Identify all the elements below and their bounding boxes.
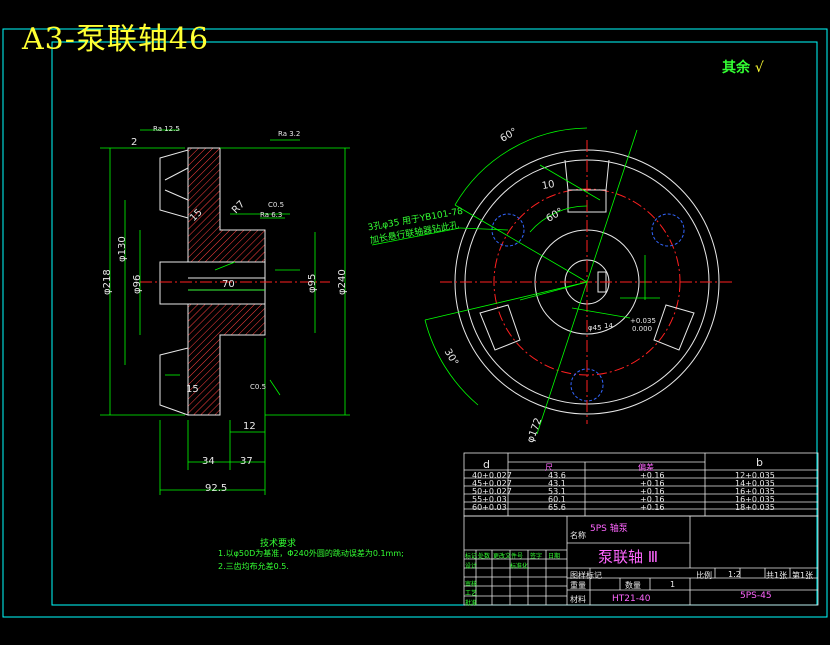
section-view [100, 129, 350, 495]
param-cell: 12+0.035 [735, 471, 775, 480]
field-qty: 数量 [625, 581, 641, 590]
upper-flange-section [187, 147, 266, 263]
param-header-size: 尺 [545, 463, 553, 472]
inner-frame [51, 41, 818, 606]
dim-2: 2 [131, 137, 138, 148]
param-cell: 60+0.03 [472, 503, 507, 512]
field-weight: 重量 [570, 581, 586, 590]
lower-flange-section [187, 303, 266, 416]
param-header-b: b [756, 456, 763, 469]
dim-34: 34 [202, 456, 215, 467]
series-label: 5PS 轴泵 [590, 524, 628, 534]
ra-6-3: Ra 6.3 [260, 211, 283, 219]
role-standard: 标准化 [510, 563, 529, 570]
slot-right [653, 304, 695, 351]
param-cell: +0.16 [640, 471, 665, 480]
role-approve: 批准 [465, 600, 478, 607]
tech-req-item-1: 1.以φ50D为基准，Φ240外圆的跳动误差为0.1mm; [218, 549, 404, 558]
part-name: 泵联轴 Ⅲ [598, 548, 659, 566]
upper-tooth [159, 149, 189, 219]
param-cell: 60.1 [548, 495, 566, 504]
rev-col-count: 处数 [478, 553, 491, 560]
param-cell: 50+0.027 [472, 487, 512, 496]
bolt-hole-3 [570, 368, 604, 402]
c0-5-top: C0.5 [268, 201, 285, 209]
dim-phi218: φ218 [102, 269, 113, 295]
role-process: 工艺 [465, 590, 478, 597]
param-header-d: d [483, 458, 490, 471]
material-value: HT21-40 [612, 594, 651, 604]
bore-outline [159, 261, 266, 305]
dim-phi96: φ96 [132, 274, 143, 294]
param-cell: 45+0.027 [472, 479, 512, 488]
param-cell: 18+0.035 [735, 503, 775, 512]
param-cell: +0.16 [640, 503, 665, 512]
sheet-no: 第1张 [792, 571, 814, 580]
field-name: 名称 [570, 531, 586, 540]
ra-12-5: Ra 12.5 [153, 125, 180, 133]
front-view [371, 127, 735, 435]
dim-14: 14 [604, 322, 613, 330]
roughness-note-label: 其余 [722, 60, 750, 76]
roughness-note: 其余 √ [722, 57, 764, 77]
param-row: 40+0.027 [472, 471, 512, 480]
param-cell: 40+0.027 [472, 471, 512, 480]
qty-value: 1 [670, 580, 676, 589]
param-cell: +0.16 [640, 495, 665, 504]
bolt-hole-2 [651, 213, 685, 247]
param-cell: 43.1 [548, 479, 566, 488]
tech-req-heading: 技术要求 [260, 539, 297, 549]
param-cell: 65.6 [548, 503, 566, 512]
param-cell: 55+0.03 [472, 495, 507, 504]
rev-col-sign: 签字 [530, 553, 543, 560]
dim-70: 70 [222, 279, 235, 290]
bolt-hole-1 [491, 213, 525, 247]
title-block-lines [463, 515, 819, 606]
dim-phi240: φ240 [337, 269, 348, 295]
param-cell: +0.16 [640, 487, 665, 496]
role-design: 设计 [465, 563, 478, 570]
dim-37: 37 [240, 456, 253, 467]
outer-frame [2, 28, 828, 618]
dim-92-5: 92.5 [205, 483, 228, 494]
c0-5-bottom: C0.5 [250, 383, 267, 391]
dim-phi95: φ95 [307, 273, 318, 293]
dim-10: 10 [541, 178, 556, 193]
slot-left [479, 304, 521, 351]
dim-phi45: φ45 [588, 324, 602, 332]
param-cell: 16+0.035 [735, 495, 775, 504]
rev-col-mark: 标记 [465, 553, 478, 560]
param-cell: 14+0.035 [735, 479, 775, 488]
param-cell: 16+0.035 [735, 487, 775, 496]
rev-col-doc: 更改文件号 [493, 553, 524, 560]
role-review: 审核 [465, 581, 478, 588]
tol-lower: 0.000 [632, 325, 653, 333]
lower-tooth [159, 347, 189, 416]
roughness-symbol-icon: √ [754, 60, 764, 76]
drawing-number: 5PS-45 [740, 591, 772, 601]
field-scale: 比例 [696, 571, 712, 580]
ra-3-2: Ra 3.2 [278, 130, 301, 138]
scale-value: 1:2 [728, 570, 741, 579]
field-mark: 图样标记 [570, 571, 602, 580]
dim-12: 12 [243, 421, 256, 432]
total-sheets: 共1张 [766, 571, 788, 580]
field-material: 材料 [570, 595, 586, 604]
dim-15-bottom: 15 [186, 384, 199, 395]
param-cell: 53.1 [548, 487, 566, 496]
param-cell: +0.16 [640, 479, 665, 488]
param-header-dev: 偏差 [638, 463, 654, 472]
drawing-title: A3-泵联轴46 [22, 22, 210, 57]
tol-upper: +0.035 [630, 317, 656, 325]
rev-col-date: 日期 [548, 553, 561, 560]
param-cell: 43.6 [548, 471, 566, 480]
dim-phi130: φ130 [117, 236, 128, 262]
tech-req-item-2: 2.三齿均布允差0.5. [218, 562, 289, 571]
